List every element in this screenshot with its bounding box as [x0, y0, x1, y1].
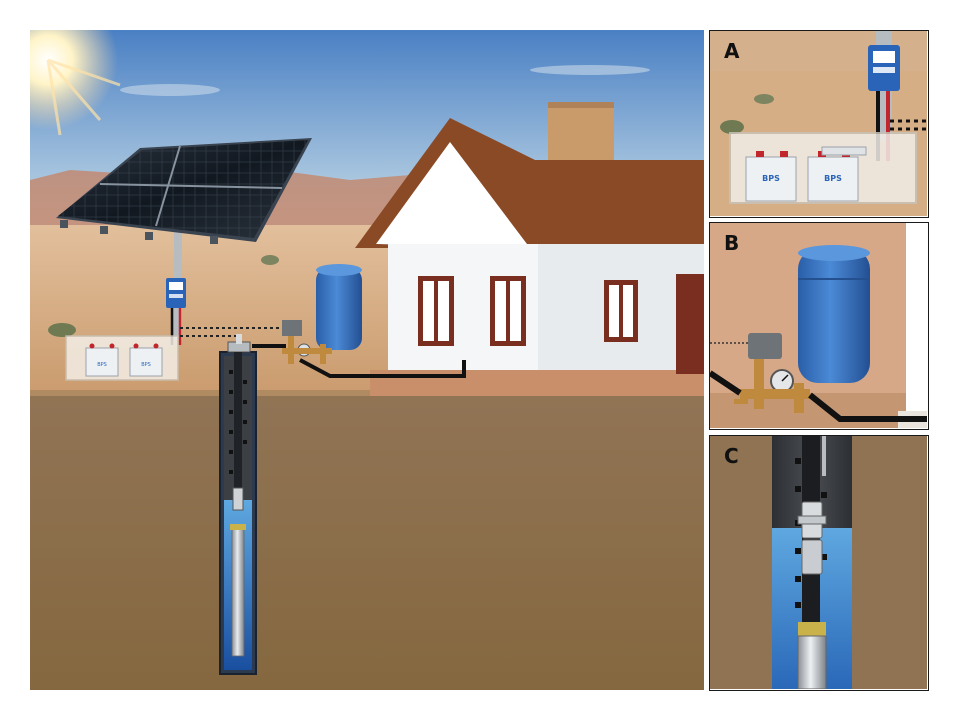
battery: BPS [807, 151, 859, 202]
water-pipe [710, 370, 742, 396]
inset-label: C [724, 444, 739, 468]
underground-soil [30, 392, 704, 690]
charge-controller [868, 45, 900, 91]
solar-panel-array [56, 138, 312, 340]
pressure-tank [798, 245, 870, 383]
window [604, 280, 638, 342]
battery-brand: BPS [97, 362, 107, 368]
battery-bank: BPS BPS [65, 335, 179, 381]
ground-surface [30, 390, 704, 396]
pump-coupling [798, 622, 826, 636]
house [355, 102, 704, 396]
inset-a-battery-detail: BPS BPS A [709, 30, 929, 218]
inset-c-well-pump-detail: C [709, 435, 929, 691]
pressure-tank [316, 264, 362, 350]
bush [720, 120, 744, 134]
cloud [530, 65, 650, 75]
bush [754, 94, 774, 104]
house-wall [906, 223, 927, 413]
battery-brand: BPS [141, 362, 151, 368]
panel-mounts [60, 220, 218, 244]
door [676, 274, 704, 374]
drop-pipe [234, 352, 242, 500]
main-scene: BPS BPS [0, 0, 704, 690]
window [490, 276, 526, 346]
bush [48, 323, 76, 337]
battery [821, 146, 867, 156]
check-valve [797, 501, 827, 575]
battery: BPS [85, 343, 119, 377]
sun-rays [46, 58, 121, 136]
battery: BPS [129, 343, 163, 377]
cable-ties [229, 370, 247, 474]
brass-fittings [734, 359, 810, 413]
brass-fittings [282, 336, 332, 364]
submersible-pump [797, 635, 827, 689]
house-foundation [370, 370, 704, 396]
bush [261, 255, 279, 265]
battery: BPS [745, 151, 797, 202]
window [418, 276, 454, 346]
water-pipe [808, 392, 927, 422]
cloud [120, 84, 220, 96]
water-pipe [299, 358, 466, 378]
check-valve [232, 487, 244, 511]
charge-controller [166, 278, 186, 308]
pressure-switch [748, 333, 782, 359]
inset-b-pressure-tank-detail: B [709, 222, 929, 430]
house-gable [376, 142, 530, 248]
inset-label: A [724, 39, 740, 63]
inset-label: B [724, 231, 740, 255]
battery-brand: BPS [762, 174, 780, 183]
pressure-switch [282, 320, 302, 336]
submersible-pump [231, 525, 245, 657]
battery-brand: BPS [824, 174, 842, 183]
